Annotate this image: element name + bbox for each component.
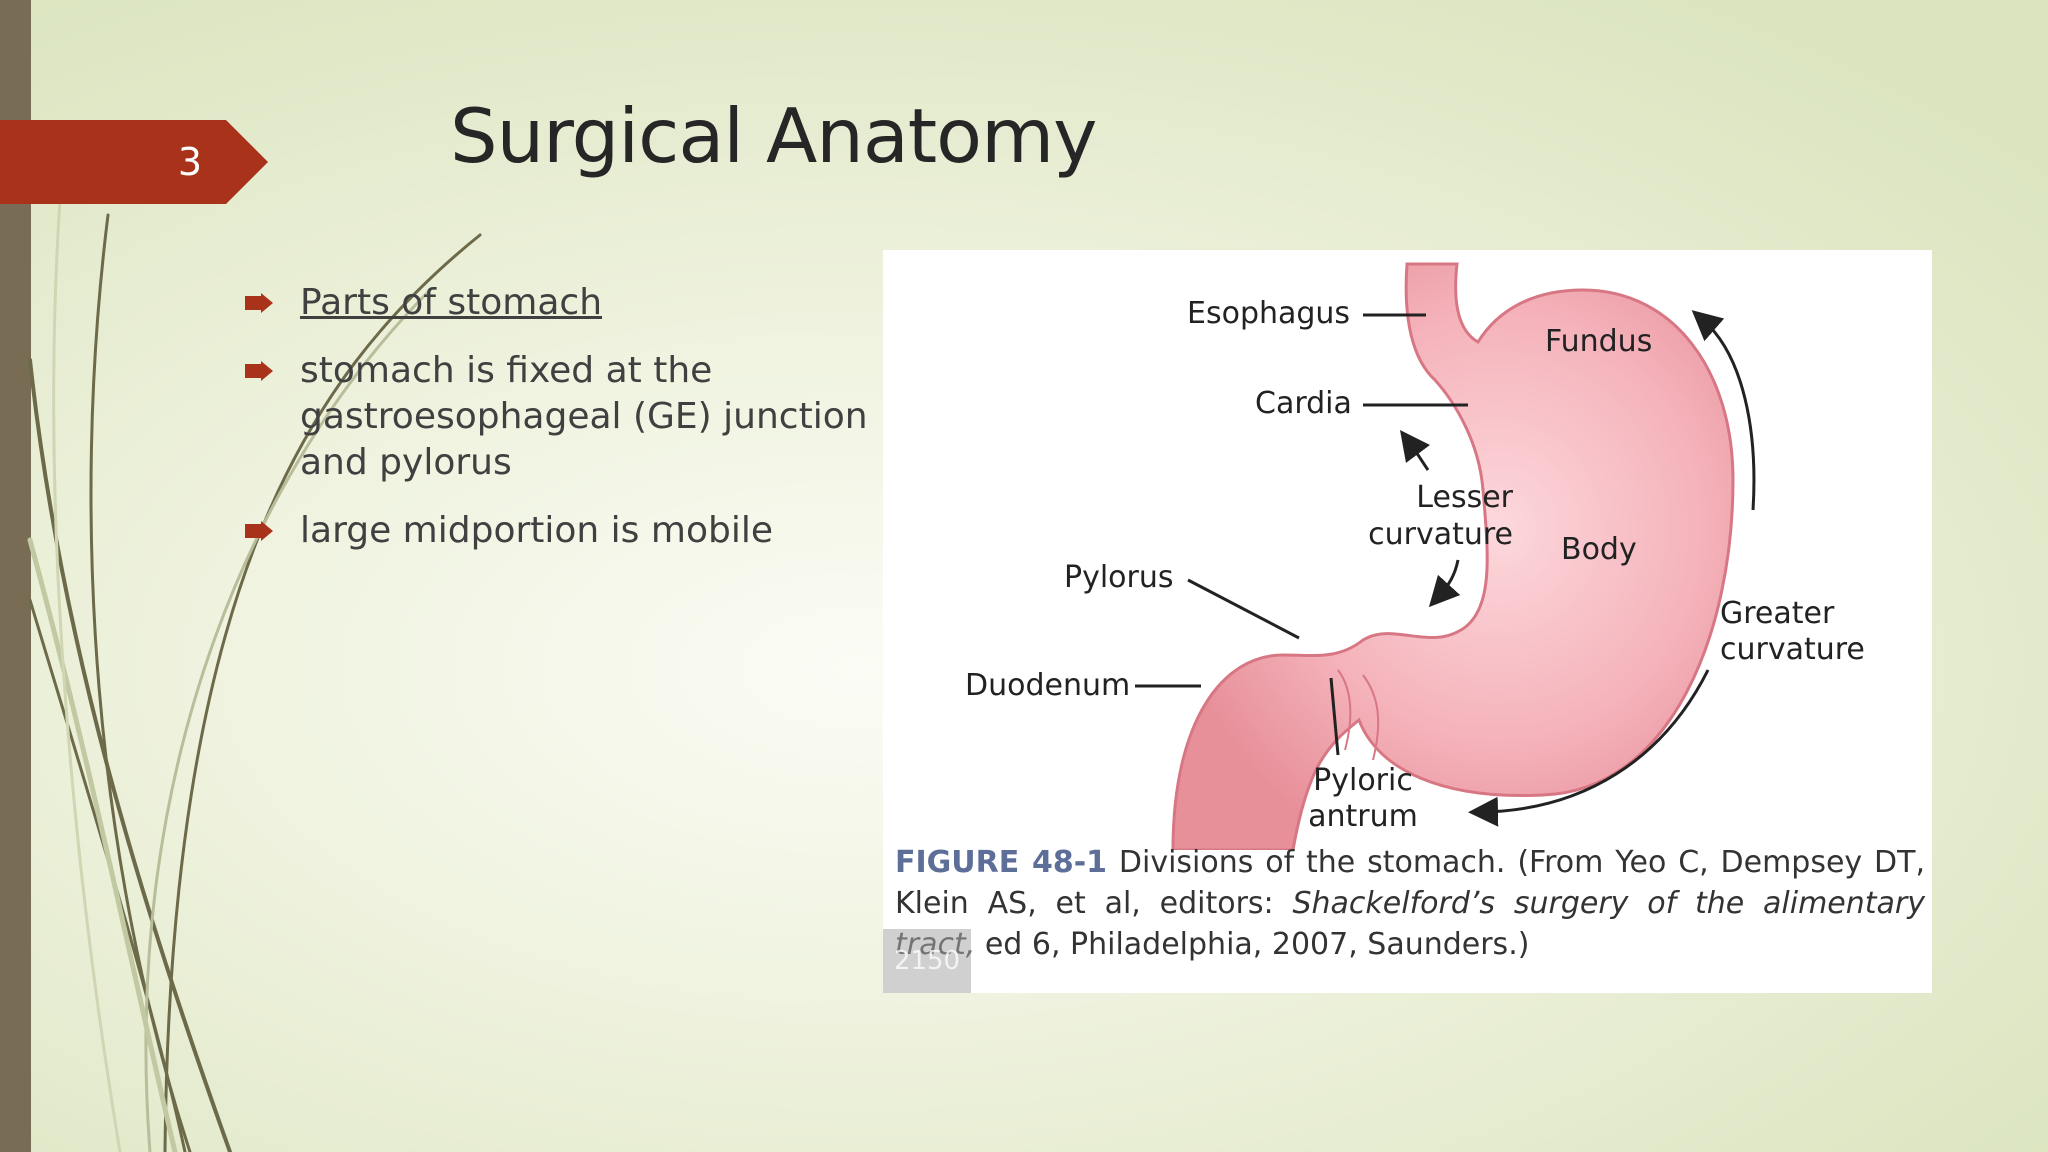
label-lesser-curvature-2: curvature	[1368, 517, 1513, 552]
label-pylorus: Pylorus	[1064, 560, 1174, 595]
stomach-illustration	[1135, 262, 1756, 850]
watermark-badge: 2150	[883, 929, 971, 993]
bullet-item: stomach is fixed at the gastroesophageal…	[240, 348, 900, 486]
label-duodenum: Duodenum	[965, 668, 1131, 703]
arrow-bullet-icon	[245, 361, 273, 381]
label-greater-curvature-2: curvature	[1720, 632, 1865, 667]
arrow-bullet-icon	[245, 293, 273, 313]
figure-number: FIGURE 48-1	[895, 845, 1108, 880]
figure-caption: FIGURE 48-1 Divisions of the stomach. (F…	[895, 842, 1925, 965]
label-greater-curvature-1: Greater	[1720, 596, 1835, 631]
bullet-text: large midportion is mobile	[300, 510, 773, 551]
slide-number: 3	[177, 140, 203, 184]
caption-text-1: Divisions of the stomach. (From Yeo C, D…	[895, 845, 1925, 921]
label-pyloric-antrum-2: antrum	[1308, 799, 1418, 834]
caption-text-2: ed 6, Philadelphia, 2007, Saunders.)	[975, 927, 1530, 962]
slide-title: Surgical Anatomy	[450, 92, 1098, 180]
bullet-item: Parts of stomach	[240, 280, 900, 326]
label-esophagus: Esophagus	[1187, 296, 1351, 331]
bullet-list: Parts of stomach stomach is fixed at the…	[240, 280, 900, 576]
bullet-item: large midportion is mobile	[240, 508, 900, 554]
label-cardia: Cardia	[1255, 386, 1352, 421]
arrow-bullet-icon	[245, 521, 273, 541]
label-fundus: Fundus	[1545, 324, 1653, 359]
parts-of-stomach-link[interactable]: Parts of stomach	[300, 282, 603, 323]
label-pyloric-antrum-1: Pyloric	[1313, 763, 1413, 798]
label-lesser-curvature-1: Lesser	[1416, 480, 1513, 515]
stomach-figure: Esophagus Fundus Cardia Lesser curvature…	[883, 250, 1932, 993]
slide-number-badge: 3	[0, 120, 268, 204]
bullet-text: stomach is fixed at the gastroesophageal…	[300, 350, 868, 483]
label-body: Body	[1561, 532, 1637, 567]
